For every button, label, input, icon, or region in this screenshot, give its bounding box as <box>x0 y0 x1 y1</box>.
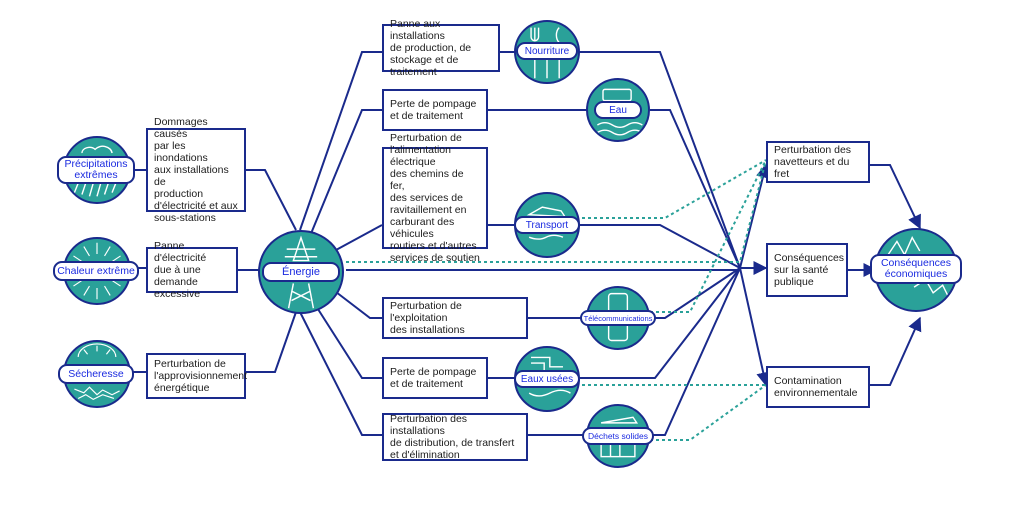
sun-icon <box>73 242 121 300</box>
commuter-freight-box: Perturbation des navetteurs et du fret <box>766 141 870 183</box>
dashed-connectors <box>346 159 767 441</box>
solid-waste-impact-box: Perturbation des installations de distri… <box>382 413 528 461</box>
heat-outage-box: Panne d'électricité due à une demande ex… <box>146 240 238 300</box>
ship-icon <box>526 206 567 240</box>
drought-supply-box: Perturbation de l'approvisionnement éner… <box>146 353 247 399</box>
heat-label: Chaleur extrême <box>53 261 139 281</box>
faucet-icon <box>597 88 643 136</box>
wastewater-impact-box: Perte de pompage et de traitement <box>382 357 488 399</box>
drought-icon <box>74 343 120 401</box>
environmental-box: Contamination environnementale <box>766 366 870 408</box>
transport-label: Transport <box>514 216 580 234</box>
economic-label: Conséquences économiques <box>870 254 962 284</box>
public-health-box: Conséquences sur la santé publique <box>766 243 848 297</box>
precipitation-label: Précipitations extrêmes <box>57 156 135 184</box>
transport-impact-box: Perturbation de l'alimentation électriqu… <box>382 132 488 264</box>
water-impact-box: Perte de pompage et de traitement <box>382 89 488 131</box>
drought-label: Sécheresse <box>58 364 134 384</box>
pylon-icon <box>284 235 318 309</box>
cutlery-icon <box>530 27 560 79</box>
telecom-label: Télécommunications <box>580 310 656 326</box>
water-label: Eau <box>594 101 642 119</box>
energy-label: Énergie <box>262 262 340 282</box>
telecom-impact-box: Perturbation de l'exploitation des insta… <box>382 297 528 339</box>
flood-damage-box: Dommages causés par les inondations aux … <box>146 116 246 224</box>
wastewater-label: Eaux usées <box>514 370 580 388</box>
food-label: Nourriture <box>516 42 578 60</box>
solid-waste-label: Déchets solides <box>582 427 654 445</box>
rain-icon <box>73 145 117 197</box>
food-impact-box: Panne aux installations de production, d… <box>382 18 500 78</box>
solid-connectors <box>128 51 922 436</box>
